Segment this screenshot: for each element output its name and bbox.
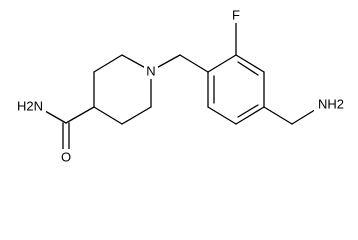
amide-amine-label: H2N [17, 99, 43, 114]
bond-ar2-ar3 [235, 54, 265, 73]
atom-labels: F N H2N O NH2 [16, 7, 348, 165]
bond-c2-c3 [93, 54, 123, 73]
ring-nitrogen-label: N [146, 64, 155, 79]
carboxamide-group [37, 106, 95, 153]
chemical-structure: F N H2N O NH2 [16, 7, 348, 165]
bond-c5-c6 [121, 106, 152, 125]
structure-canvas: F N H2N O NH2 [16, 7, 348, 165]
bond-c4-c5 [93, 106, 123, 125]
label-bg-amide-oxygen [59, 149, 73, 165]
aminomethyl-amine-label: NH2 [318, 97, 344, 112]
fluorine-label: F [232, 8, 240, 23]
label-bg-aminomethyl-amine [314, 96, 348, 113]
piperidine-ring [93, 54, 152, 125]
bond-ar5-ar6 [207, 106, 237, 125]
aromatic-inner-bond-3 [237, 104, 259, 118]
bond-c4-carbonyl [65, 106, 95, 124]
bond-ar4-ch2 [263, 106, 293, 125]
label-bg-amide-amine [16, 98, 46, 115]
bond-ch2-aryl [179, 54, 209, 73]
label-bg-fluorine [229, 7, 243, 23]
aminomethyl-substituent [263, 106, 319, 125]
benzene-ring [207, 54, 265, 125]
amide-oxygen-label: O [61, 150, 71, 165]
aromatic-inner-bond-2 [237, 61, 259, 76]
label-bg-ring-nitrogen [144, 63, 158, 79]
bond-ar1-ar2 [207, 54, 237, 73]
bond-ch2-nh2 [291, 107, 319, 125]
methylene-linker [150, 54, 209, 73]
bond-ar4-ar5 [235, 106, 265, 125]
